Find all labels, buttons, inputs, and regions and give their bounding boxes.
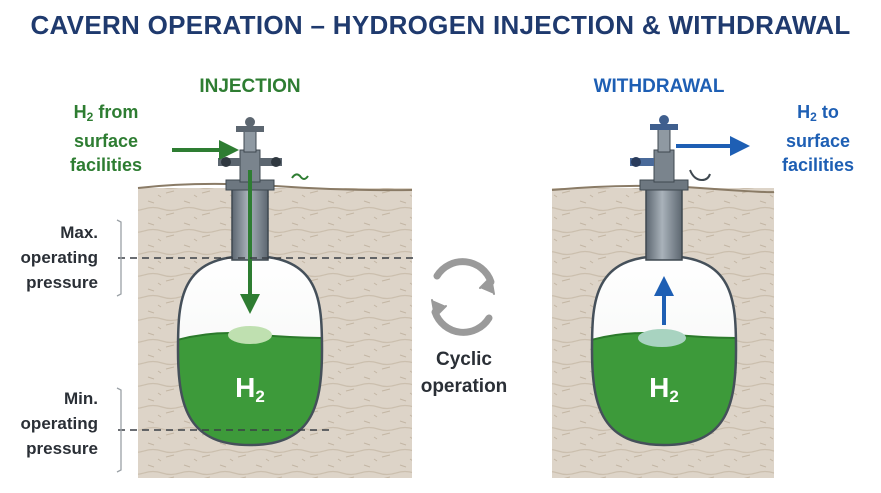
injection-cavern: [176, 254, 324, 447]
max-pressure-label: Max. operating pressure: [20, 223, 98, 292]
min-pressure-line: [116, 387, 330, 473]
withdrawal-heading: WITHDRAWAL: [593, 76, 725, 97]
cyclic-operation-label: Cyclic operation: [420, 349, 508, 397]
withdrawal-h2-label: H2: [649, 372, 679, 406]
injection-source-label: H2 from surface facilities: [70, 102, 143, 175]
cycle-arrows-icon: [431, 258, 495, 336]
withdrawal-flow-arrow: [654, 136, 750, 325]
withdrawal-wellbore: [630, 115, 711, 261]
max-pressure-line: [116, 219, 416, 297]
withdrawal-liquid-surface-ripple: [638, 329, 686, 347]
page-title: CAVERN OPERATION – HYDROGEN INJECTION & …: [30, 10, 851, 40]
injection-flow-arrow: [172, 140, 260, 314]
withdrawal-destination-label: H2 to surface facilities: [782, 102, 855, 175]
injection-heading: INJECTION: [199, 76, 301, 97]
injection-h2-label: H2: [235, 372, 265, 406]
withdrawal-cavern: [590, 254, 738, 447]
min-pressure-label: Min. operating pressure: [20, 389, 98, 458]
injection-liquid-surface-ripple: [228, 326, 272, 344]
